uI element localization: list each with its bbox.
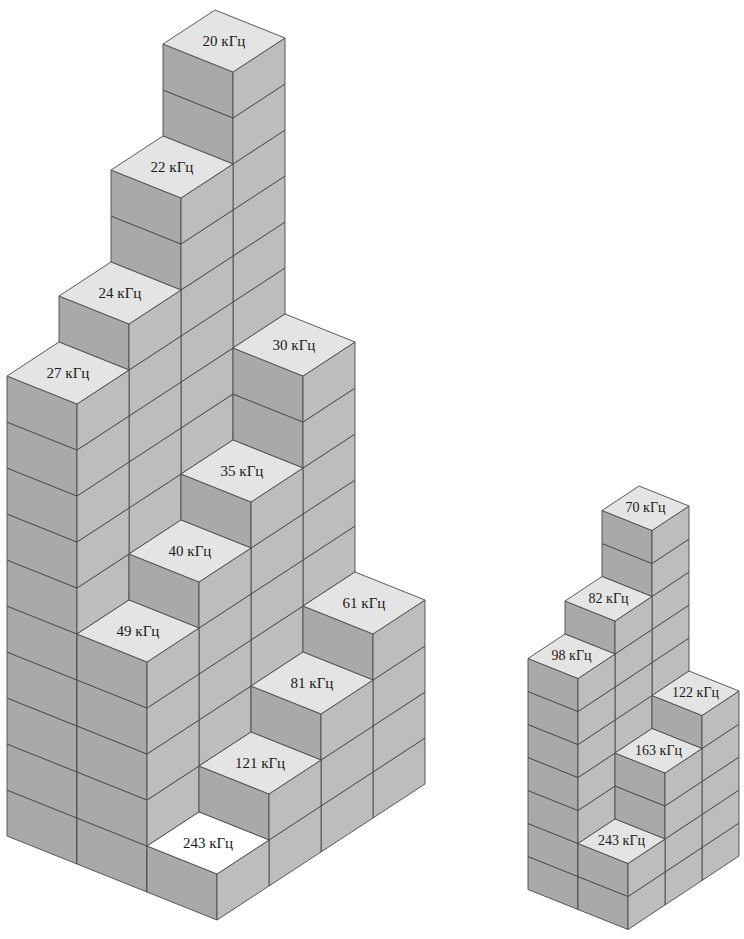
cube-face [602, 486, 689, 531]
frequency-label: 35 кГц [221, 464, 264, 479]
frequency-label: 98 кГц [552, 649, 592, 663]
cube-face [147, 812, 269, 874]
cube-face [199, 732, 321, 794]
frequency-label: 30 кГц [273, 338, 316, 353]
cube-face [77, 600, 199, 662]
cube-face [615, 729, 702, 774]
cube-face [7, 342, 129, 404]
cube-face [111, 136, 233, 198]
cube-face [652, 671, 739, 716]
frequency-label: 122 кГц [672, 686, 719, 700]
cube-face [129, 520, 251, 582]
frequency-label: 40 кГц [169, 544, 212, 559]
cube-face [578, 819, 665, 864]
frequency-label: 70 кГц [626, 501, 666, 515]
frequency-label: 243 кГц [183, 836, 233, 851]
frequency-label: 20 кГц [203, 34, 246, 49]
cube-face [303, 572, 425, 634]
cube-face [565, 577, 652, 622]
cube-face [233, 314, 355, 376]
frequency-label: 81 кГц [291, 676, 334, 691]
cube-face [59, 262, 181, 324]
frequency-label: 24 кГц [99, 286, 142, 301]
frequency-label: 61 кГц [343, 596, 386, 611]
cube-face [528, 634, 615, 679]
cube-face [163, 10, 285, 72]
frequency-label: 243 кГц [598, 834, 645, 848]
frequency-label: 22 кГц [151, 160, 194, 175]
cube-face [251, 652, 373, 714]
frequency-label: 121 кГц [235, 756, 285, 771]
frequency-label: 27 кГц [47, 366, 90, 381]
cube-tower [528, 486, 739, 930]
frequency-label: 82 кГц [589, 592, 629, 606]
frequency-label: 49 кГц [117, 624, 160, 639]
cube-tower [7, 10, 425, 920]
cube-face [181, 440, 303, 502]
frequency-label: 163 кГц [635, 744, 682, 758]
